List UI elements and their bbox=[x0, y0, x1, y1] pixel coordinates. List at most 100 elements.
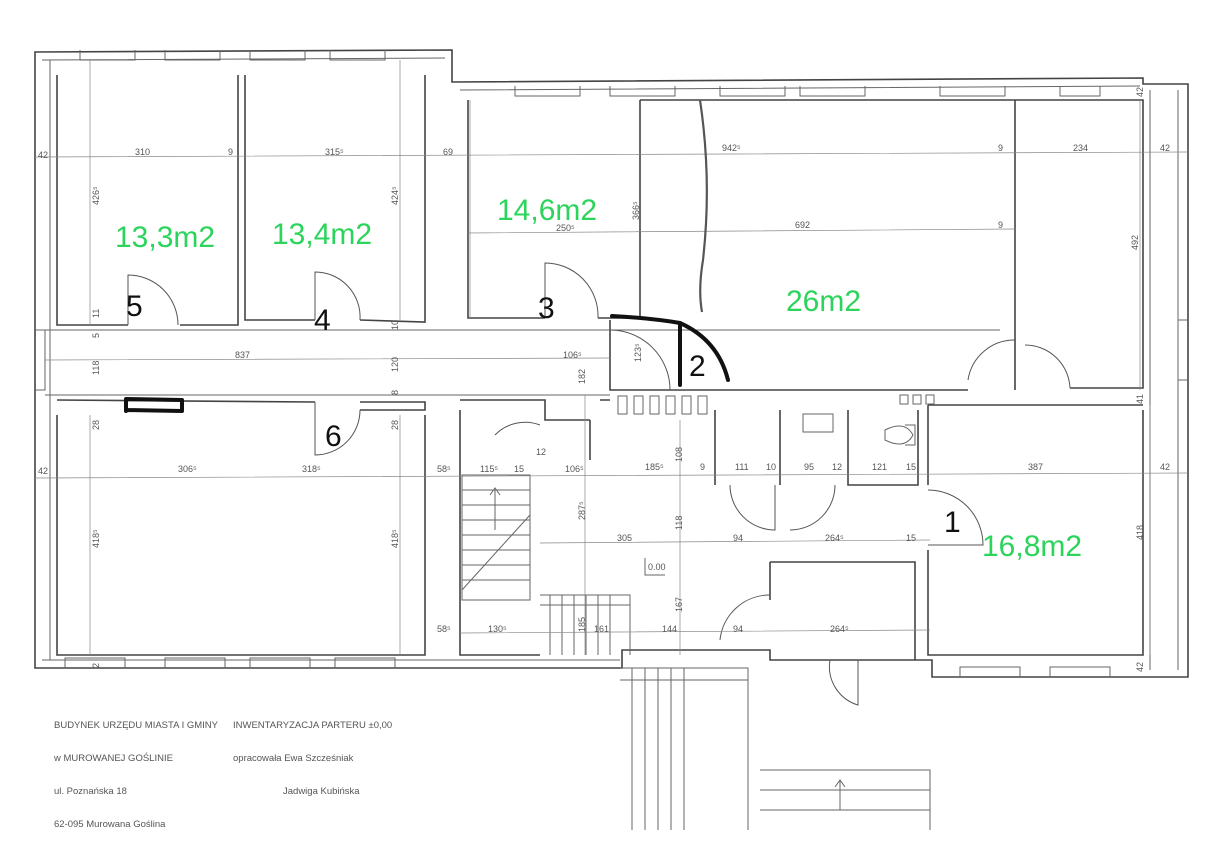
caption-line: INWENTARYZACJA PARTERU ±0,00 bbox=[233, 720, 393, 731]
window-marks bbox=[35, 50, 1188, 677]
dim-mid-7: 185⁵ bbox=[645, 462, 664, 472]
dim-v-25: 2 bbox=[91, 663, 101, 668]
dim-v-11: 118 bbox=[91, 361, 101, 375]
dim-v-8: 418⁵ bbox=[390, 529, 400, 548]
door-swings bbox=[127, 262, 1071, 706]
staircase bbox=[461, 474, 931, 830]
dim-bottom-0: 58⁵ bbox=[437, 624, 451, 634]
dim-v-12: 120 bbox=[390, 357, 400, 372]
dim-mid-16: 42 bbox=[1160, 462, 1170, 472]
caption-line: w MUROWANEJ GOŚLINIE bbox=[54, 753, 173, 764]
dim-v-23: 8 bbox=[390, 390, 400, 395]
level-mark: 0.00 bbox=[648, 562, 666, 572]
dim-lower-2: 264⁵ bbox=[825, 533, 844, 543]
dim-top-4: 69 bbox=[443, 147, 453, 157]
caption-line: BUDYNEK URZĘDU MIASTA I GMINY bbox=[54, 720, 218, 731]
area-labels: 13,3m2 13,4m2 14,6m2 26m2 16,8m2 bbox=[115, 194, 1082, 563]
dim-v-20: 11 bbox=[91, 309, 101, 318]
dim-v-5: 41 bbox=[1135, 394, 1145, 404]
dim-v-0: 426⁵ bbox=[91, 186, 101, 205]
dimension-texts: 42 310 9 315⁵ 69 942⁵ 9 234 42 250⁵ 692 … bbox=[38, 87, 1170, 672]
dim-v-16: 108 bbox=[674, 447, 684, 462]
survey-caption: INWENTARYZACJA PARTERU ±0,00 opracowała … bbox=[233, 698, 392, 808]
dim-v-24: 12 bbox=[536, 447, 546, 457]
dim-top-2: 9 bbox=[228, 147, 233, 157]
room-number-1: 1 bbox=[944, 506, 961, 539]
room-number-3: 3 bbox=[538, 292, 555, 325]
caption-line: opracowała Ewa Szcześniak bbox=[233, 753, 354, 764]
dim-top-5: 942⁵ bbox=[722, 143, 741, 153]
dim-v-18: 167 bbox=[674, 597, 684, 612]
room-number-2: 2 bbox=[689, 350, 706, 383]
fixtures bbox=[617, 394, 935, 446]
dim-v-22: 10 bbox=[390, 320, 400, 330]
room-number-5: 5 bbox=[126, 290, 143, 323]
caption-line: 62-095 Murowana Goślina bbox=[54, 819, 166, 830]
hand-markings bbox=[124, 99, 730, 413]
dim-top-6: 9 bbox=[998, 143, 1003, 153]
dim-mid-2: 318⁵ bbox=[302, 464, 321, 474]
dimension-lines bbox=[34, 60, 1189, 655]
dim-v-7: 418⁵ bbox=[91, 529, 101, 548]
dim-mid-11: 95 bbox=[804, 462, 814, 472]
dim-v-26: 42 bbox=[1135, 662, 1145, 672]
dim-bottom-1: 130⁵ bbox=[488, 624, 507, 634]
dim-second-1: 692 bbox=[795, 220, 810, 230]
dim-mid-6: 106⁵ bbox=[565, 464, 584, 474]
dim-bottom-5: 264⁵ bbox=[830, 624, 849, 634]
dim-top-7: 234 bbox=[1073, 143, 1088, 153]
dim-v-4: 42 bbox=[1135, 87, 1145, 97]
dim-v-13: 182 bbox=[577, 369, 587, 384]
dim-second-2: 9 bbox=[998, 220, 1003, 230]
dim-corridor-1: 106⁵ bbox=[563, 350, 582, 360]
caption-line: Jadwiga Kubińska bbox=[283, 786, 360, 797]
area-label-room-4: 13,4m2 bbox=[272, 218, 372, 251]
dim-mid-3: 58⁵ bbox=[437, 464, 451, 474]
dim-lower-0: 305 bbox=[617, 533, 632, 543]
dim-v-6: 418 bbox=[1135, 525, 1145, 540]
dim-v-1: 424⁵ bbox=[390, 186, 400, 205]
dim-mid-13: 121 bbox=[872, 462, 887, 472]
room-numbers: 1 2 3 4 5 6 bbox=[126, 290, 961, 539]
dim-top-3: 315⁵ bbox=[325, 147, 344, 157]
dim-second-0: 250⁵ bbox=[556, 223, 575, 233]
dim-corridor-0: 837 bbox=[235, 350, 250, 360]
dim-v-19: 185 bbox=[577, 617, 587, 632]
caption-line: ul. Poznańska 18 bbox=[54, 786, 127, 797]
dim-mid-0: 42 bbox=[38, 466, 48, 476]
dim-v-14: 123⁵ bbox=[633, 343, 643, 362]
dim-top-0: 42 bbox=[38, 150, 48, 160]
dim-v-2: 366⁵ bbox=[631, 201, 641, 220]
dim-top-8: 42 bbox=[1160, 143, 1170, 153]
interior-walls bbox=[45, 75, 1144, 660]
area-label-room-1: 16,8m2 bbox=[982, 530, 1082, 563]
dim-lower-3: 15 bbox=[906, 533, 916, 543]
dim-lower-1: 94 bbox=[733, 533, 743, 543]
dim-v-9: 28 bbox=[91, 420, 101, 430]
dim-mid-4: 115⁵ bbox=[480, 464, 498, 474]
building-caption: BUDYNEK URZĘDU MIASTA I GMINY w MUROWANE… bbox=[54, 698, 218, 841]
area-label-room-3: 14,6m2 bbox=[497, 194, 597, 227]
dim-bottom-2: 161 bbox=[594, 624, 609, 634]
dim-v-15: 287⁵ bbox=[577, 501, 587, 520]
dim-v-10: 28 bbox=[390, 420, 400, 430]
dim-bottom-3: 144 bbox=[662, 624, 677, 634]
dim-top-1: 310 bbox=[135, 147, 150, 157]
dim-mid-5: 15 bbox=[514, 464, 524, 474]
dim-mid-14: 15 bbox=[906, 462, 916, 472]
dim-mid-1: 306⁵ bbox=[178, 464, 197, 474]
room-number-6: 6 bbox=[325, 420, 342, 453]
dim-mid-8: 9 bbox=[700, 462, 705, 472]
dim-mid-12: 12 bbox=[832, 462, 842, 472]
dim-mid-10: 10 bbox=[766, 462, 776, 472]
room-number-4: 4 bbox=[314, 304, 331, 337]
area-label-room-5: 13,3m2 bbox=[115, 221, 215, 254]
dim-bottom-4: 94 bbox=[733, 624, 743, 634]
area-label-room-2: 26m2 bbox=[786, 285, 861, 318]
dim-mid-9: 111 bbox=[735, 462, 749, 472]
dim-mid-15: 387 bbox=[1028, 462, 1043, 472]
dim-v-17: 118 bbox=[674, 516, 684, 530]
dim-v-3: 492 bbox=[1130, 235, 1140, 250]
dim-v-21: 5 bbox=[91, 333, 101, 338]
